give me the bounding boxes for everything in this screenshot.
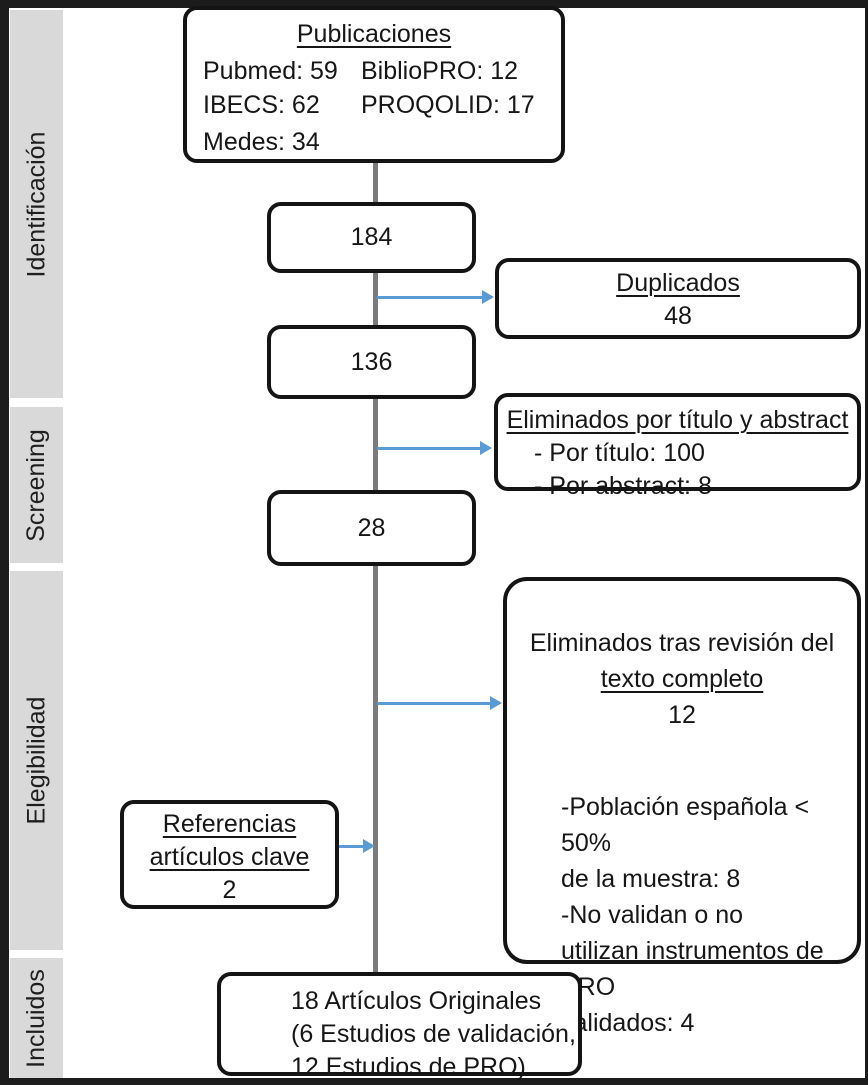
publicaciones-title: Publicaciones — [296, 20, 452, 48]
arrowhead-icon — [363, 839, 375, 853]
list-item: -Población española < 50% — [561, 793, 810, 857]
box-referencias: Referencias artículos clave 2 — [120, 800, 339, 909]
source-count: BiblioPRO: 12 — [361, 57, 519, 85]
eliminados-texto-count: 12 — [668, 701, 696, 729]
box-count-28: 28 — [267, 490, 476, 566]
arrow-shaft — [377, 702, 492, 705]
count-value: 28 — [357, 513, 386, 542]
list-item: validados: 4 — [561, 1009, 695, 1037]
frame-border-top — [0, 0, 868, 8]
arrowhead-icon — [480, 441, 492, 455]
source-count: Medes: 34 — [203, 128, 320, 156]
box-duplicados: Duplicados 48 — [495, 258, 861, 339]
list-item: - Por abstract: 8 — [534, 472, 712, 500]
duplicados-title: Duplicados — [616, 268, 740, 297]
stage-label: Identificación — [22, 131, 50, 277]
box-count-136: 136 — [267, 325, 476, 399]
stage-label: Elegibilidad — [22, 696, 50, 825]
incluidos-line: (6 Estudios de validación, — [291, 1020, 576, 1048]
flow-line-segment — [373, 271, 378, 327]
stage-bar-incluidos: Incluidos — [10, 958, 63, 1078]
frame-border-left — [0, 0, 9, 1085]
box-eliminados-texto: Eliminados tras revisión del texto compl… — [503, 577, 861, 1037]
heading-line: texto completo — [600, 665, 764, 693]
box-count-184: 184 — [267, 202, 476, 273]
referencias-title-line: artículos clave — [149, 842, 310, 871]
arrow-from-referencias — [339, 839, 375, 853]
referencias-title-line: Referencias — [162, 809, 297, 838]
box-eliminados-titulo: Eliminados por título y abstract - Por t… — [494, 393, 861, 500]
publicaciones-column-2: BiblioPRO: 12 PROQOLID: 17 — [361, 54, 535, 159]
publicaciones-columns: Pubmed: 59 IBECS: 62 Medes: 34 BiblioPRO… — [187, 51, 561, 159]
list-item: utilizan instrumentos de PRO — [561, 937, 824, 1001]
flow-line-segment — [373, 397, 378, 492]
heading-line: Eliminados tras revisión del — [529, 629, 835, 657]
flow-line-segment — [373, 562, 378, 974]
frame-border-bottom — [0, 1078, 868, 1085]
source-count: IBECS: 62 — [203, 91, 320, 119]
stage-bar-identificacion: Identificación — [10, 10, 63, 398]
list-item: -No validan o no — [561, 901, 744, 929]
duplicados-count: 48 — [664, 301, 692, 330]
stage-bar-screening: Screening — [10, 407, 63, 563]
box-incluidos: 18 Artículos Originales (6 Estudios de v… — [217, 972, 582, 1081]
box-publicaciones: Publicaciones Pubmed: 59 IBECS: 62 Medes… — [183, 6, 565, 163]
arrow-shaft — [377, 296, 484, 299]
arrow-shaft — [339, 845, 365, 848]
stage-label: Incluidos — [22, 968, 51, 1068]
list-item: de la muestra: 8 — [561, 865, 741, 893]
count-value: 136 — [350, 347, 393, 376]
publicaciones-column-1: Pubmed: 59 IBECS: 62 Medes: 34 — [203, 54, 361, 159]
stage-bar-elegibilidad: Elegibilidad — [10, 571, 63, 950]
arrow-to-duplicados — [377, 290, 494, 304]
source-count: PROQOLID: 17 — [361, 91, 535, 119]
arrow-shaft — [377, 447, 482, 450]
source-count: Pubmed: 59 — [203, 57, 338, 85]
incluidos-line: 18 Artículos Originales — [291, 987, 542, 1015]
eliminados-texto-heading: Eliminados tras revisión del texto compl… — [507, 625, 857, 733]
referencias-count: 2 — [222, 875, 237, 904]
count-value: 184 — [350, 223, 393, 251]
arrowhead-icon — [482, 290, 494, 304]
stage-label: Screening — [22, 428, 51, 542]
list-item: - Por título: 100 — [534, 439, 705, 467]
arrow-to-eliminados-texto — [377, 696, 502, 710]
eliminados-titulo-title: Eliminados por título y abstract — [506, 406, 849, 434]
eliminados-titulo-items: - Por título: 100 - Por abstract: 8 — [498, 437, 857, 503]
flow-line-segment — [373, 160, 378, 204]
arrowhead-icon — [490, 696, 502, 710]
arrow-to-eliminados-titulo — [377, 441, 492, 455]
frame-border-right — [865, 0, 868, 1085]
incluidos-line: 12 Estudios de PRO) — [291, 1053, 526, 1081]
eliminados-texto-items: -Población española < 50% de la muestra:… — [507, 789, 857, 1041]
